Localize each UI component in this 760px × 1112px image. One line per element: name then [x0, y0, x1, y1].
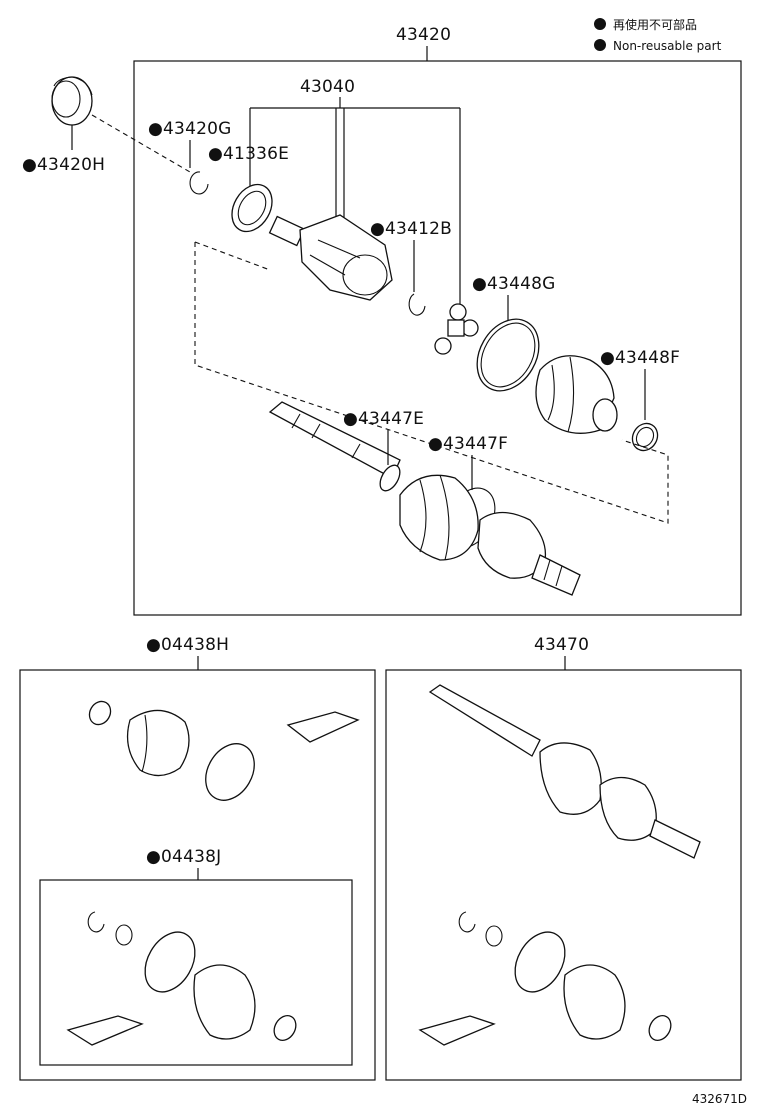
label-04438j: ●04438J [146, 847, 221, 867]
label-43448g: ●43448G [472, 274, 556, 294]
part-43420g [189, 171, 209, 195]
assembly-43420-frame [133, 60, 742, 616]
legend-en: Non-reusable part [613, 39, 722, 53]
label-43447f: ●43447F [428, 434, 508, 454]
legend: 再使用不可部品 Non-reusable part [594, 17, 722, 53]
label-43040: 43040 [300, 77, 355, 97]
assembly-43470-frame [385, 669, 742, 1081]
label-43447e: ●43447E [343, 409, 424, 429]
assembly-43470-parts [418, 684, 701, 1046]
part-41336e [231, 183, 273, 233]
label-43420g: ●43420G [148, 119, 232, 139]
kit-04438h-parts [88, 700, 360, 801]
part-drive-shaft [268, 401, 401, 479]
diagram-id: 432671D [692, 1092, 747, 1106]
part-43420h [51, 76, 93, 150]
label-04438h: ●04438H [146, 635, 229, 655]
label-43420: 43420 [396, 25, 451, 45]
part-outer-joint [399, 474, 581, 596]
part-43448g [476, 318, 540, 392]
label-43420h: ●43420H [22, 155, 105, 175]
part-43412b [408, 293, 426, 316]
part-tripod [434, 303, 479, 355]
legend-jp: 再使用不可部品 [613, 17, 697, 32]
label-41336e: ●41336E [208, 144, 289, 164]
kit-04438j-frame [39, 879, 353, 1066]
label-43412b: ●43412B [370, 219, 452, 239]
part-43447e [379, 464, 401, 492]
kit-04438j-parts [66, 911, 297, 1046]
label-43470: 43470 [534, 635, 589, 655]
part-inner-boot [535, 355, 618, 434]
kit-04438h-frame [19, 669, 376, 1081]
part-inner-joint [268, 214, 393, 301]
part-43448f [631, 422, 659, 452]
label-43448f: ●43448F [600, 348, 680, 368]
